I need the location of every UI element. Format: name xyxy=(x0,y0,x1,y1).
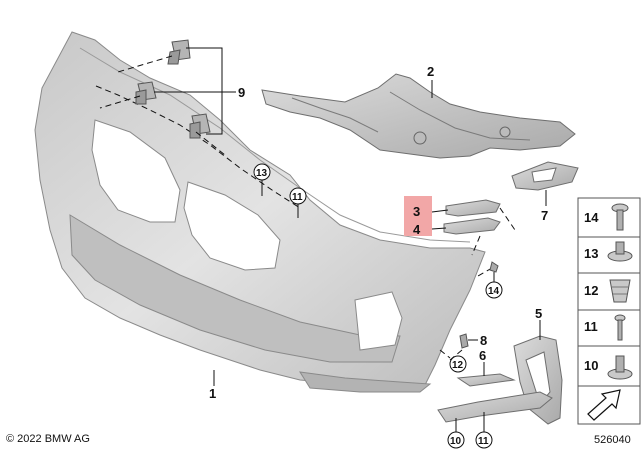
svg-text:10: 10 xyxy=(450,436,462,447)
callout-9: 9 xyxy=(238,85,245,100)
legend-label-13: 13 xyxy=(584,246,598,261)
svg-text:12: 12 xyxy=(452,360,464,371)
copyright-text: © 2022 BMW AG xyxy=(6,433,90,445)
svg-text:11: 11 xyxy=(292,192,303,203)
holder-3-dash xyxy=(499,207,516,231)
clip-10-icon xyxy=(607,355,633,380)
fastener-legend: 14 13 12 11 10 xyxy=(577,197,641,425)
screw-12-dash xyxy=(439,349,451,359)
callout-12: 12 xyxy=(449,355,467,373)
callout-6: 6 xyxy=(479,348,486,363)
leader-3 xyxy=(431,209,449,213)
clip-9-bottom-dash xyxy=(195,131,226,156)
clip-9-top xyxy=(167,39,191,65)
legend-label-12: 12 xyxy=(584,283,598,298)
screw-14-icon xyxy=(611,203,629,231)
holder-4-dash xyxy=(471,235,481,256)
screw-11-icon xyxy=(614,314,626,341)
clip-9-bottom xyxy=(189,113,211,139)
clip-9-middle-dash xyxy=(99,95,141,109)
leader-9-bracket xyxy=(186,47,223,135)
clip-9-middle xyxy=(135,81,157,105)
callout-2: 2 xyxy=(427,64,434,79)
bumper-carrier-2 xyxy=(261,73,576,159)
holder-4 xyxy=(443,217,501,235)
diagram-number: 526040 xyxy=(594,434,631,446)
nut-12-icon xyxy=(609,279,631,303)
callout-4: 4 xyxy=(413,222,421,237)
svg-text:11: 11 xyxy=(478,436,489,447)
svg-text:13: 13 xyxy=(256,168,268,179)
lower-trim-10-11 xyxy=(437,391,553,423)
front-bumper xyxy=(34,31,486,393)
clip-13-icon xyxy=(607,241,633,262)
strip-6 xyxy=(456,373,516,387)
callout-11-top: 11 xyxy=(289,187,307,205)
svg-text:14: 14 xyxy=(488,286,500,297)
legend-label-11: 11 xyxy=(584,319,598,334)
clip-8 xyxy=(459,333,469,349)
holder-3 xyxy=(445,199,501,217)
callout-11-bottom: 11 xyxy=(475,431,493,449)
callout-13: 13 xyxy=(253,163,271,181)
callout-10: 10 xyxy=(447,431,465,449)
callout-7: 7 xyxy=(541,208,548,223)
leader-4 xyxy=(431,227,447,230)
callout-14: 14 xyxy=(485,281,503,299)
callout-3: 3 xyxy=(413,204,420,219)
legend-label-10: 10 xyxy=(584,358,598,373)
callout-8: 8 xyxy=(480,333,487,348)
callout-5: 5 xyxy=(535,306,542,321)
trim-5 xyxy=(513,335,563,425)
legend-label-14: 14 xyxy=(584,210,599,225)
highlight-box xyxy=(404,196,432,236)
callout-1: 1 xyxy=(209,386,216,401)
screw-14-small xyxy=(489,261,499,273)
direction-arrow-icon xyxy=(587,389,621,421)
bracket-7 xyxy=(511,161,579,191)
